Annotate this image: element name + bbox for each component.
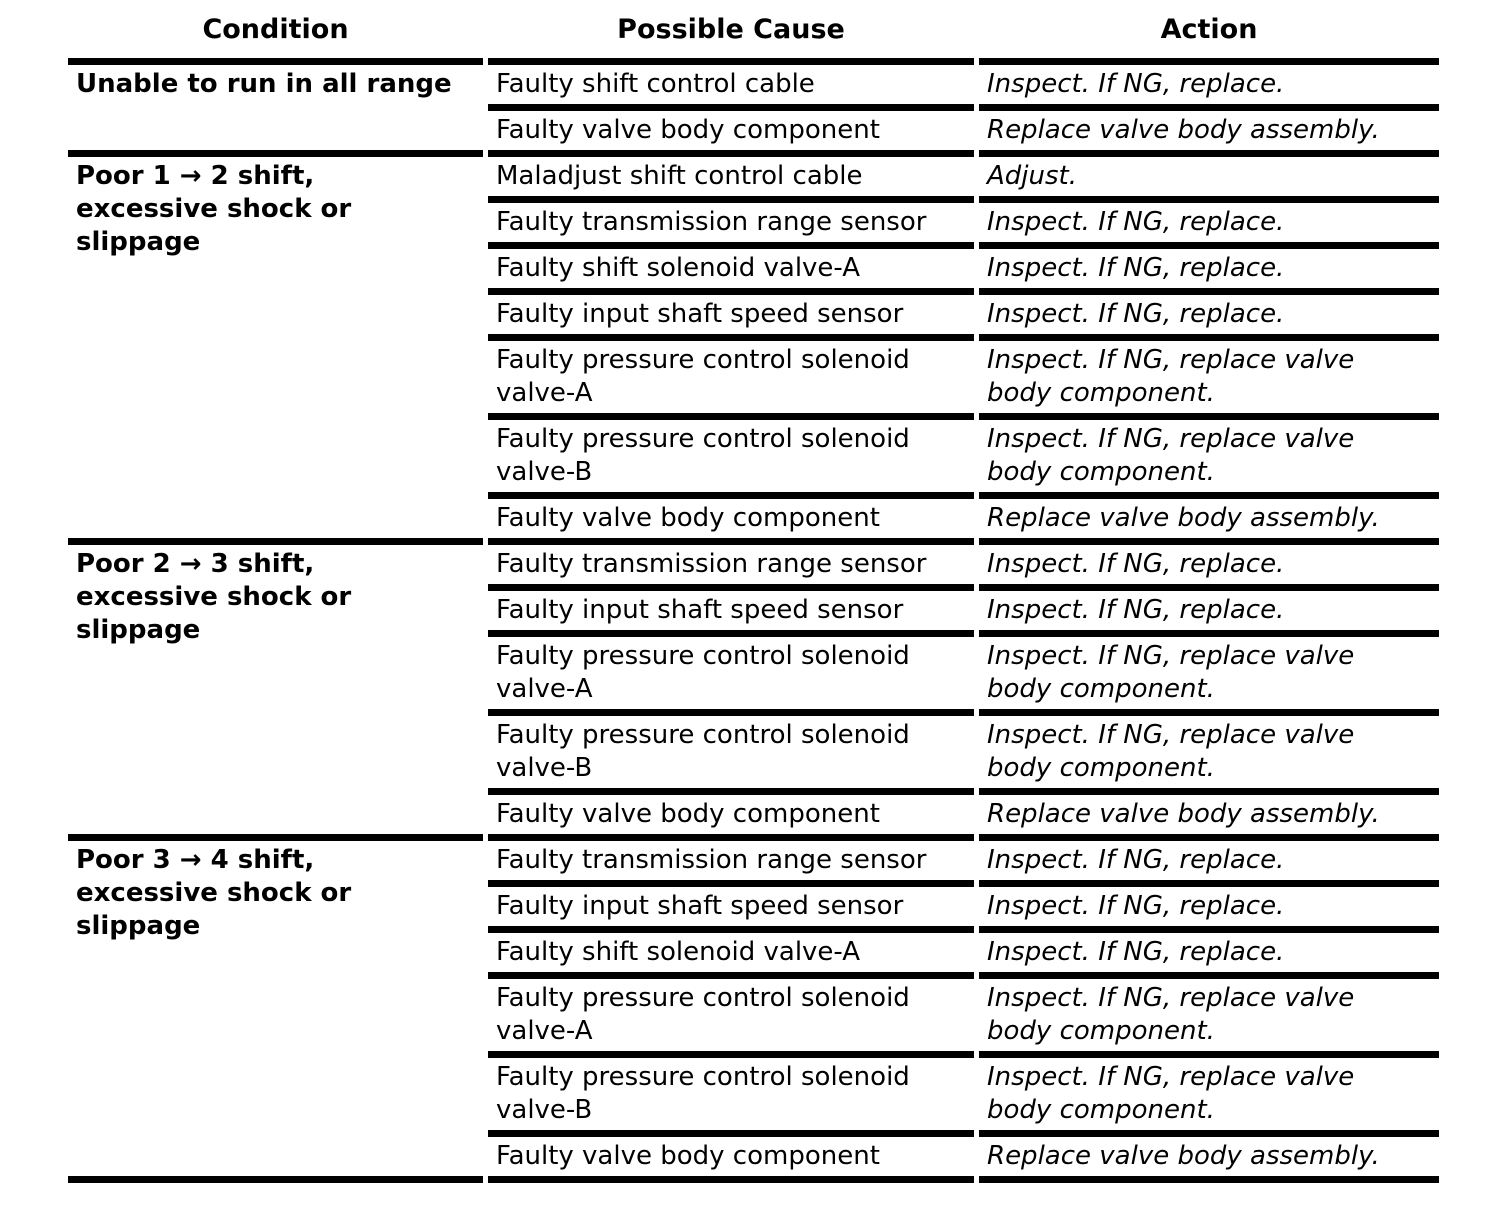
cause-cell: Faulty transmission range sensor xyxy=(488,841,974,887)
cause-cell: Faulty input shaft speed sensor xyxy=(488,887,974,933)
table-row: Faulty pressure control solenoid valve-B… xyxy=(68,716,1439,795)
action-cell: Adjust. xyxy=(979,157,1439,203)
cause-cell: Faulty pressure control solenoid valve-A xyxy=(488,341,974,420)
cause-cell: Faulty valve body component xyxy=(488,795,974,841)
condition-cell: Poor 2 → 3 shift, excessive shock or sli… xyxy=(68,545,483,841)
table-row: Poor 1 → 2 shift, excessive shock or sli… xyxy=(68,157,1439,545)
cause-cell: Faulty shift solenoid valve-A xyxy=(488,933,974,979)
action-cell: Inspect. If NG, replace. xyxy=(979,249,1439,295)
condition-cell: Poor 1 → 2 shift, excessive shock or sli… xyxy=(68,157,483,545)
action-cell: Inspect. If NG, replace valve body compo… xyxy=(979,341,1439,420)
action-cell: Inspect. If NG, replace valve body compo… xyxy=(979,979,1439,1058)
cause-cell: Faulty shift control cable xyxy=(488,65,974,111)
condition-cell: Poor 3 → 4 shift, excessive shock or sli… xyxy=(68,841,483,1183)
action-cell: Inspect. If NG, replace. xyxy=(979,65,1439,111)
table-row: Faulty pressure control solenoid valve-B… xyxy=(68,420,1439,499)
cause-cell: Faulty valve body component xyxy=(488,1137,974,1183)
action-cell: Replace valve body assembly. xyxy=(979,795,1439,841)
cause-cell: Faulty input shaft speed sensor xyxy=(488,295,974,341)
cause-cell: Faulty transmission range sensor xyxy=(488,545,974,591)
action-cell: Inspect. If NG, replace valve body compo… xyxy=(979,420,1439,499)
troubleshooting-table: Condition Possible Cause Action Unable t… xyxy=(63,0,1444,1183)
action-cell: Inspect. If NG, replace. xyxy=(979,295,1439,341)
action-cell: Inspect. If NG, replace. xyxy=(979,933,1439,979)
column-header-action: Action xyxy=(979,0,1439,65)
action-cell: Inspect. If NG, replace. xyxy=(979,203,1439,249)
action-cell: Replace valve body assembly. xyxy=(979,499,1439,545)
cause-cell: Faulty input shaft speed sensor xyxy=(488,591,974,637)
table-row: Faulty pressure control solenoid valve-A… xyxy=(68,341,1439,420)
condition-cell: Unable to run in all range xyxy=(68,65,483,157)
table-row: Poor 3 → 4 shift, excessive shock or sli… xyxy=(68,841,1439,1183)
table-row: Faulty pressure control solenoid valve-A… xyxy=(68,637,1439,716)
action-cell: Replace valve body assembly. xyxy=(979,111,1439,157)
action-cell: Replace valve body assembly. xyxy=(979,1137,1439,1183)
action-cell: Inspect. If NG, replace valve body compo… xyxy=(979,1058,1439,1137)
cause-cell: Maladjust shift control cable xyxy=(488,157,974,203)
table-row: Poor 2 → 3 shift, excessive shock or sli… xyxy=(68,545,1439,841)
action-cell: Inspect. If NG, replace. xyxy=(979,545,1439,591)
cause-cell: Faulty valve body component xyxy=(488,499,974,545)
cause-cell: Faulty transmission range sensor xyxy=(488,203,974,249)
action-cell: Inspect. If NG, replace. xyxy=(979,841,1439,887)
action-cell: Inspect. If NG, replace. xyxy=(979,591,1439,637)
cause-cell: Faulty shift solenoid valve-A xyxy=(488,249,974,295)
cause-cell: Faulty pressure control solenoid valve-A xyxy=(488,637,974,716)
column-header-possible-cause: Possible Cause xyxy=(488,0,974,65)
cause-cell: Faulty pressure control solenoid valve-B xyxy=(488,1058,974,1137)
cause-cell: Faulty pressure control solenoid valve-A xyxy=(488,979,974,1058)
action-cell: Inspect. If NG, replace valve body compo… xyxy=(979,716,1439,795)
table-header: Condition Possible Cause Action xyxy=(68,0,1439,65)
action-cell: Inspect. If NG, replace valve body compo… xyxy=(979,637,1439,716)
table-row: Faulty pressure control solenoid valve-A… xyxy=(68,979,1439,1058)
cause-cell: Faulty pressure control solenoid valve-B xyxy=(488,420,974,499)
cause-cell: Faulty valve body component xyxy=(488,111,974,157)
header-row: Condition Possible Cause Action xyxy=(68,0,1439,65)
cause-cell: Faulty pressure control solenoid valve-B xyxy=(488,716,974,795)
action-cell: Inspect. If NG, replace. xyxy=(979,887,1439,933)
column-header-condition: Condition xyxy=(68,0,483,65)
table-row: Faulty pressure control solenoid valve-B… xyxy=(68,1058,1439,1137)
